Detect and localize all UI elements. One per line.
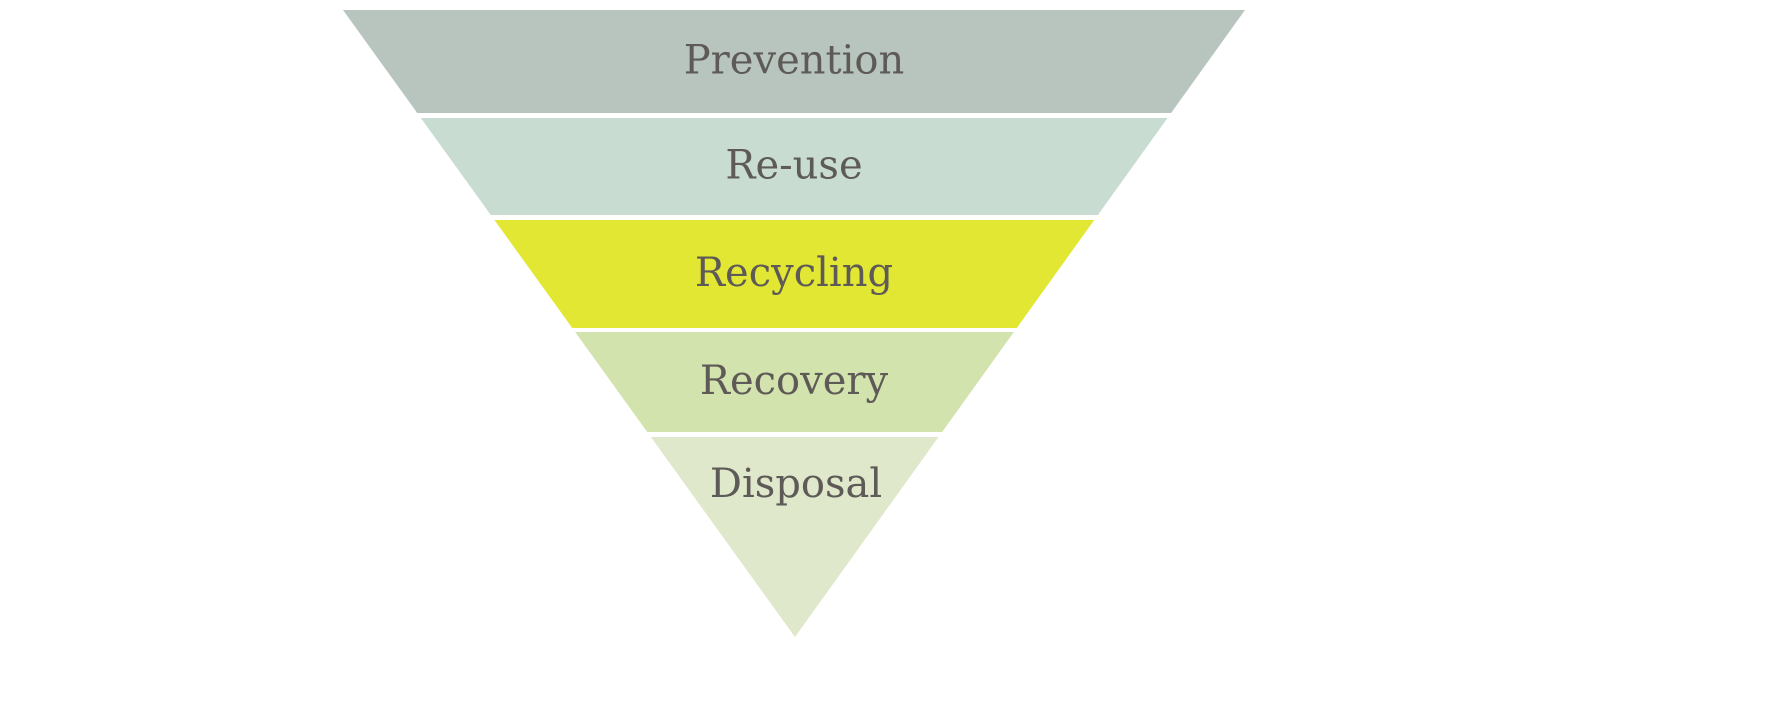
level-label-prevention: Prevention <box>684 38 904 84</box>
level-band-prevention <box>343 10 1245 113</box>
level-band-re-use <box>420 118 1168 215</box>
level-band-disposal <box>650 437 939 637</box>
level-label-recycling: Recycling <box>695 250 893 296</box>
level-label-recovery: Recovery <box>700 358 889 404</box>
level-band-recovery <box>575 332 1014 432</box>
level-label-disposal: Disposal <box>710 461 882 507</box>
level-label-re-use: Re-use <box>725 143 862 189</box>
level-band-recycling <box>494 220 1095 328</box>
